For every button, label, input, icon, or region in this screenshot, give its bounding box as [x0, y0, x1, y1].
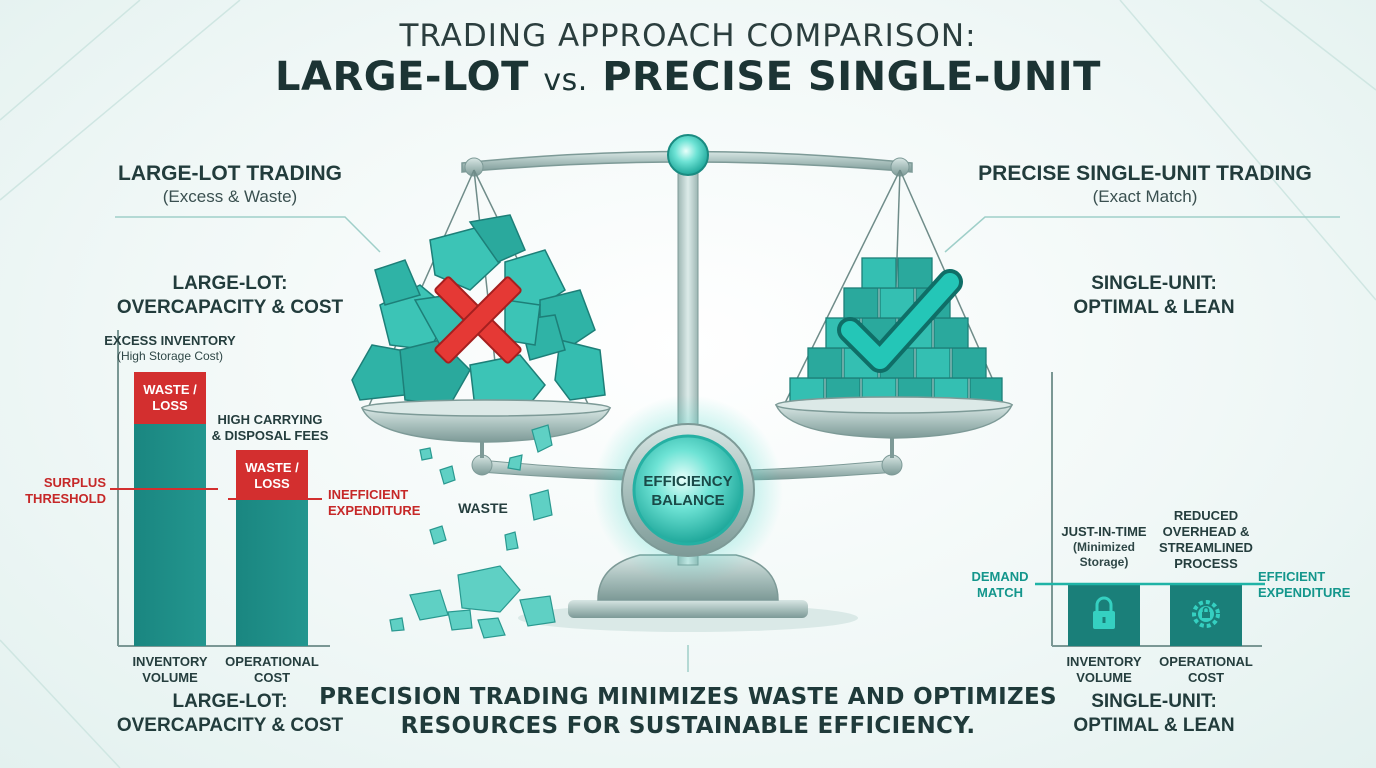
- title-left: LARGE-LOT: [275, 54, 529, 100]
- carrying-fees-line1: HIGH CARRYING: [217, 412, 323, 427]
- footer-message-line1: PRECISION TRADING MINIMIZES WASTE AND OP…: [319, 684, 1057, 710]
- operational-waste-segment: [236, 450, 308, 499]
- left-footer-line2: OVERCAPACITY & COST: [116, 715, 344, 736]
- demand-match-label: DEMAND MATCH: [960, 569, 1040, 601]
- left-bar1-label-line2: VOLUME: [142, 670, 198, 685]
- carrying-fees-line2: & DISPOSAL FEES: [211, 428, 329, 443]
- left-bar2-label: OPERATIONAL COST: [212, 654, 332, 686]
- jit-label: JUST-IN-TIME (Minimized Storage): [1044, 524, 1164, 570]
- right-panel-title-line2: OPTIMAL & LEAN: [1073, 297, 1235, 318]
- demand-match-line1: DEMAND: [971, 569, 1029, 584]
- surplus-threshold-line1: SURPLUS: [43, 475, 106, 490]
- balance-scale: [461, 134, 913, 632]
- right-bar2-label: OPERATIONAL COST: [1146, 654, 1266, 686]
- right-panel-title: SINGLE-UNIT: OPTIMAL & LEAN: [1004, 272, 1304, 320]
- reduced-overhead-line3: STREAMLINED: [1159, 540, 1253, 555]
- efficiency-balance-label: EFFICIENCY BALANCE: [628, 472, 748, 510]
- inefficient-expenditure-label: INEFFICIENT EXPENDITURE: [328, 487, 438, 519]
- page-title-line1: TRADING APPROACH COMPARISON:: [399, 18, 977, 54]
- inefficient-expenditure-line1: INEFFICIENT: [328, 487, 409, 502]
- right-bar1-label-line2: VOLUME: [1076, 670, 1132, 685]
- inventory-waste-segment: [134, 372, 206, 424]
- right-bar-chart: [1035, 372, 1265, 647]
- left-panel-title: LARGE-LOT: OVERCAPACITY & COST: [80, 272, 380, 320]
- operational-waste-tag-line1: WASTE /: [245, 460, 299, 475]
- title-right: PRECISE SINGLE-UNIT: [602, 54, 1101, 100]
- right-footer-title: SINGLE-UNIT: OPTIMAL & LEAN: [1004, 690, 1304, 738]
- reduced-overhead-label: REDUCED OVERHEAD & STREAMLINED PROCESS: [1146, 508, 1266, 572]
- inventory-waste-tag-line1: WASTE /: [143, 382, 197, 397]
- footer-message: PRECISION TRADING MINIMIZES WASTE AND OP…: [0, 683, 1376, 741]
- reduced-overhead-line2: OVERHEAD &: [1162, 524, 1250, 539]
- checkmark-icon: [837, 269, 963, 373]
- left-panel-title-line1: LARGE-LOT:: [172, 273, 288, 294]
- gear-lock-icon: [1192, 600, 1220, 628]
- surplus-threshold-line2: THRESHOLD: [25, 491, 106, 506]
- right-footer-line1: SINGLE-UNIT:: [1091, 691, 1217, 712]
- operational-waste-tag: WASTE / LOSS: [236, 460, 308, 492]
- left-bar2-label-line1: OPERATIONAL: [225, 654, 319, 669]
- right-section-title: PRECISE SINGLE-UNIT TRADING: [978, 162, 1312, 185]
- efficiency-balance-line2: BALANCE: [651, 492, 725, 509]
- jit-line3: Storage): [1079, 555, 1129, 569]
- left-bar1-label: INVENTORY VOLUME: [110, 654, 230, 686]
- scale-pivot: [667, 134, 709, 176]
- lock-icon: [1093, 596, 1115, 629]
- x-mark-icon: [434, 276, 522, 364]
- left-footer-line1: LARGE-LOT:: [172, 691, 288, 712]
- left-footer-title: LARGE-LOT: OVERCAPACITY & COST: [80, 690, 380, 738]
- scale-base: [568, 600, 808, 618]
- waste-label: WASTE: [458, 500, 508, 516]
- jit-line2: (Minimized: [1073, 540, 1135, 554]
- reduced-overhead-line1: REDUCED: [1173, 508, 1239, 523]
- right-bar2-label-line1: OPERATIONAL: [1159, 654, 1253, 669]
- left-bar-chart: [110, 330, 330, 647]
- right-footer-line2: OPTIMAL & LEAN: [1073, 715, 1235, 736]
- footer-message-line2: RESOURCES FOR SUSTAINABLE EFFICIENCY.: [400, 713, 976, 739]
- right-bar2-label-line2: COST: [1187, 670, 1225, 685]
- inefficient-expenditure-line2: EXPENDITURE: [328, 503, 421, 518]
- efficiency-balance-line1: EFFICIENCY: [643, 473, 733, 490]
- inventory-waste-tag: WASTE / LOSS: [134, 382, 206, 414]
- efficient-expenditure-label: EFFICIENT EXPENDITURE: [1258, 569, 1364, 601]
- efficient-expenditure-line1: EFFICIENT: [1258, 569, 1326, 584]
- efficient-expenditure-line2: EXPENDITURE: [1258, 585, 1351, 600]
- left-section-title: LARGE-LOT TRADING: [118, 162, 342, 185]
- title-vs: vs.: [543, 63, 588, 98]
- left-bar2-label-line2: COST: [253, 670, 291, 685]
- right-section-subtitle: (Exact Match): [1092, 187, 1198, 206]
- right-bar1-label: INVENTORY VOLUME: [1044, 654, 1164, 686]
- right-pan: [774, 169, 1014, 439]
- left-panel-title-line2: OVERCAPACITY & COST: [116, 297, 344, 318]
- surplus-threshold-label: SURPLUS THRESHOLD: [20, 475, 106, 507]
- jit-line1: JUST-IN-TIME: [1061, 524, 1147, 539]
- page-title-main: LARGE-LOT vs. PRECISE SINGLE-UNIT: [0, 54, 1376, 100]
- excess-inventory-label: EXCESS INVENTORY: [104, 333, 236, 348]
- left-bar1-label-line1: INVENTORY: [132, 654, 208, 669]
- operational-waste-tag-line2: LOSS: [254, 476, 290, 491]
- excess-inventory-sublabel: (High Storage Cost): [116, 349, 224, 363]
- demand-match-line2: MATCH: [977, 585, 1023, 600]
- left-section-subtitle: (Excess & Waste): [162, 187, 298, 206]
- inventory-waste-tag-line2: LOSS: [152, 398, 188, 413]
- carrying-fees-label: HIGH CARRYING & DISPOSAL FEES: [200, 412, 340, 444]
- efficiency-orb: [632, 434, 744, 546]
- falling-waste-shards: [389, 424, 556, 639]
- reduced-overhead-line4: PROCESS: [1174, 556, 1238, 571]
- left-pan: [351, 169, 612, 443]
- right-panel-title-line1: SINGLE-UNIT:: [1091, 273, 1217, 294]
- right-bar1-label-line1: INVENTORY: [1066, 654, 1142, 669]
- section-connectors: [115, 216, 1340, 253]
